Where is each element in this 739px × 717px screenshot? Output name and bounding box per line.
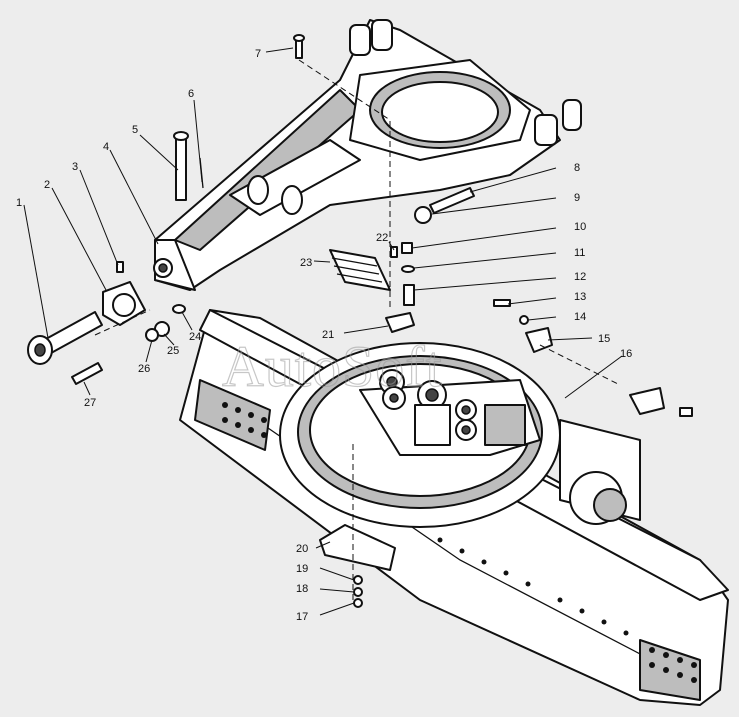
callout-22: 22 (376, 232, 388, 244)
callout-1: 1 (16, 197, 22, 209)
frame-lugs (247, 19, 582, 215)
callout-3: 3 (72, 161, 78, 173)
callout-24: 24 (189, 331, 201, 343)
callout-12: 12 (574, 271, 586, 283)
callout-6: 6 (188, 88, 194, 100)
callout-19: 19 (296, 563, 308, 575)
callout-25: 25 (167, 345, 179, 357)
circle-turntable (279, 342, 641, 528)
callout-11: 11 (574, 247, 585, 259)
callout-8: 8 (574, 162, 580, 174)
callout-13: 13 (574, 291, 586, 303)
loose-parts (27, 34, 693, 608)
centre-lines (94, 59, 621, 600)
callout-10: 10 (574, 221, 586, 233)
blade-bolt-holes (222, 402, 697, 683)
watermark: AutoSoft (222, 334, 443, 399)
callout-21: 21 (322, 329, 334, 341)
leader-lines (23, 47, 623, 616)
callout-26: 26 (138, 363, 150, 375)
callout-9: 9 (574, 192, 580, 204)
callout-23: 23 (300, 257, 312, 269)
callout-labels: 1 2 3 4 5 6 7 8 9 10 11 12 13 14 15 16 1… (16, 48, 632, 623)
callout-27: 27 (84, 397, 96, 409)
push-frame (153, 19, 582, 291)
callout-7: 7 (255, 48, 261, 60)
callout-2: 2 (44, 179, 50, 191)
callout-14: 14 (574, 311, 586, 323)
callout-16: 16 (620, 348, 632, 360)
callout-17: 17 (296, 611, 308, 623)
callout-5: 5 (132, 124, 138, 136)
callout-15: 15 (598, 333, 610, 345)
callout-4: 4 (103, 141, 109, 153)
callout-20: 20 (296, 543, 308, 555)
callout-18: 18 (296, 583, 308, 595)
